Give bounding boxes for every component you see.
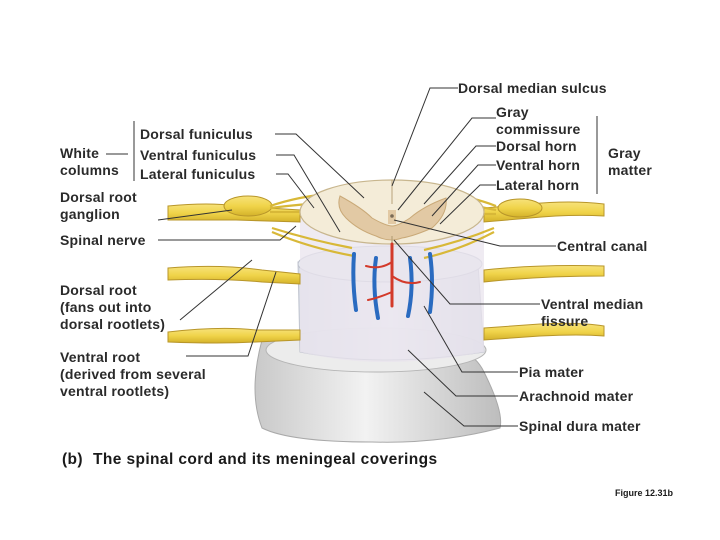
label-spinal-dura-mater: Spinal dura mater (519, 418, 641, 434)
figure-caption: (b) The spinal cord and its meningeal cov… (62, 451, 438, 469)
label-pia-mater: Pia mater (519, 364, 584, 380)
label-lateral-horn: Lateral horn (496, 177, 580, 193)
label-central-canal: Central canal (557, 238, 648, 254)
label-ventral-median-fissure: Ventral median fissure (541, 296, 644, 329)
label-spinal-nerve: Spinal nerve (60, 232, 146, 248)
label-dorsal-root: Dorsal root (fans out into dorsal rootle… (60, 282, 166, 332)
label-ventral-funiculus: Ventral funiculus (140, 147, 257, 163)
label-dorsal-horn: Dorsal horn (496, 138, 577, 154)
label-gray-matter: Gray matter (608, 145, 652, 178)
blood-vessels (351, 242, 434, 320)
label-ventral-horn: Ventral horn (496, 157, 581, 173)
label-arachnoid-mater: Arachnoid mater (519, 388, 634, 404)
label-ventral-root: Ventral root (derived from several ventr… (60, 349, 206, 399)
label-white-columns: White columns (60, 145, 119, 178)
figure-reference: Figure 12.31b (615, 488, 674, 498)
leader-lines (106, 87, 598, 427)
label-dorsal-root-ganglion: Dorsal root ganglion (60, 189, 137, 222)
caption-panel-letter: (b) (62, 451, 83, 468)
cord-cross-section (299, 179, 485, 245)
upper-spinal-nerves (167, 195, 605, 223)
label-dorsal-median-sulcus: Dorsal median sulcus (458, 80, 607, 96)
label-gray-commissure: Gray commissure (496, 104, 581, 137)
label-lateral-funiculus: Lateral funiculus (140, 166, 256, 182)
caption-text: The spinal cord and its meningeal coveri… (93, 451, 438, 468)
label-dorsal-funiculus: Dorsal funiculus (140, 126, 253, 142)
